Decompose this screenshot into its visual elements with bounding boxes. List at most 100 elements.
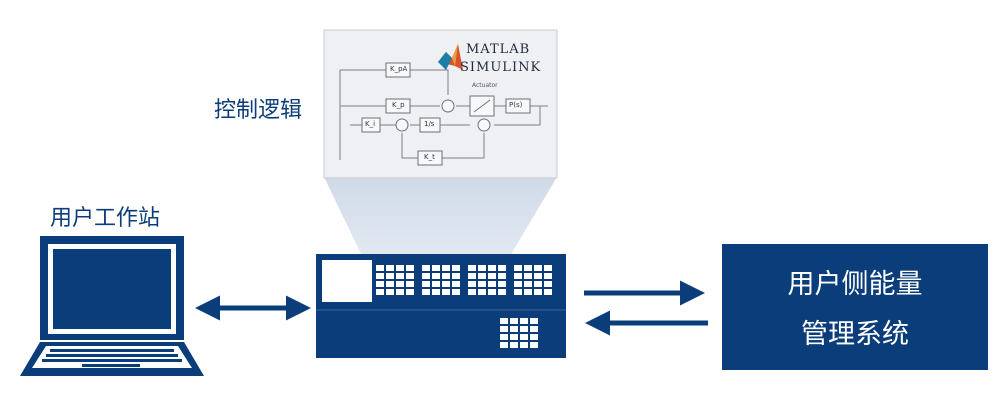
port-cell [386, 265, 394, 271]
block-integrator [419, 117, 441, 133]
port-cell [432, 281, 440, 287]
block-label-integrator: 1/s [424, 120, 435, 128]
block-label-kt: K_t [424, 153, 435, 161]
block-label-kp: K_p [392, 101, 405, 109]
keypad-key [510, 318, 518, 324]
port-cell [422, 281, 430, 287]
port-cell [488, 265, 496, 271]
port-cell [396, 265, 404, 271]
matlab-logo-text: MATLAB [466, 42, 531, 57]
port-cell [514, 273, 522, 279]
port-cell [442, 265, 450, 271]
port-cell [524, 273, 532, 279]
port-cell [534, 265, 542, 271]
actuator-caption: Actuator [472, 82, 498, 89]
port-cell [468, 273, 476, 279]
port-cell [498, 273, 506, 279]
simulink-panel [323, 29, 558, 179]
port-cell [386, 273, 394, 279]
port-cell [468, 289, 476, 295]
port-cell [406, 273, 414, 279]
port-cell [422, 273, 430, 279]
port-cell [396, 273, 404, 279]
port-cell [452, 265, 460, 271]
port-cell [452, 289, 460, 295]
port-cell [422, 289, 430, 295]
keypad-key [530, 342, 538, 348]
port-cell [478, 289, 486, 295]
port-cell [432, 289, 440, 295]
energy-system-line-2: 管理系统 [801, 319, 909, 350]
port-cell [488, 289, 496, 295]
keypad-key [510, 334, 518, 340]
keypad-key [500, 326, 508, 332]
matlab-logo-icon [438, 44, 463, 70]
simulink-logo-text: SIMULINK [460, 60, 542, 75]
port-cell [488, 273, 496, 279]
port-cell [406, 281, 414, 287]
keypad-key [510, 342, 518, 348]
keypad-key [530, 318, 538, 324]
port-cell [452, 281, 460, 287]
block-kp [385, 98, 411, 114]
port-cell [478, 265, 486, 271]
block-label-kpa: K_pA [390, 65, 408, 73]
laptop-icon [20, 236, 204, 376]
keypad [500, 318, 538, 348]
port-cell [514, 265, 522, 271]
port-cell [524, 289, 532, 295]
port-cell [498, 265, 506, 271]
port-cell [488, 281, 496, 287]
block-ki [361, 117, 381, 133]
block-label-ki: K_i [365, 120, 376, 128]
port-cell [396, 281, 404, 287]
port-cell [524, 265, 532, 271]
sum-2 [395, 118, 409, 132]
port-cell [452, 273, 460, 279]
keypad-key [500, 342, 508, 348]
controller-device-icon [316, 254, 566, 358]
port-cell [376, 265, 384, 271]
port-cell [524, 281, 532, 287]
keypad-key [530, 326, 538, 332]
port-cell [442, 273, 450, 279]
port-grid [376, 265, 552, 295]
port-cell [432, 273, 440, 279]
keypad-key [520, 318, 528, 324]
keypad-key [520, 342, 528, 348]
port-cell [498, 281, 506, 287]
block-plant [505, 98, 531, 114]
port-cell [376, 273, 384, 279]
port-cell [406, 265, 414, 271]
sum-1 [441, 99, 455, 113]
block-kt [417, 150, 443, 166]
port-cell [534, 289, 542, 295]
keypad-key [510, 326, 518, 332]
port-cell [376, 289, 384, 295]
user-workstation-label: 用户工作站 [50, 206, 161, 231]
projection-beam [324, 177, 557, 256]
port-cell [544, 265, 552, 271]
port-cell [514, 281, 522, 287]
port-cell [376, 281, 384, 287]
port-cell [386, 281, 394, 287]
port-cell [478, 273, 486, 279]
port-cell [514, 289, 522, 295]
energy-system-box [722, 244, 988, 370]
keypad-key [500, 334, 508, 340]
block-label-plant: P(s) [509, 101, 523, 109]
port-cell [478, 281, 486, 287]
port-cell [468, 265, 476, 271]
port-cell [422, 265, 430, 271]
port-cell [544, 281, 552, 287]
port-cell [534, 273, 542, 279]
port-cell [396, 289, 404, 295]
block-kpa [385, 62, 411, 78]
control-logic-label: 控制逻辑 [214, 98, 303, 123]
keypad-key [520, 326, 528, 332]
sum-3 [477, 118, 491, 132]
keypad-key [500, 318, 508, 324]
port-cell [386, 289, 394, 295]
